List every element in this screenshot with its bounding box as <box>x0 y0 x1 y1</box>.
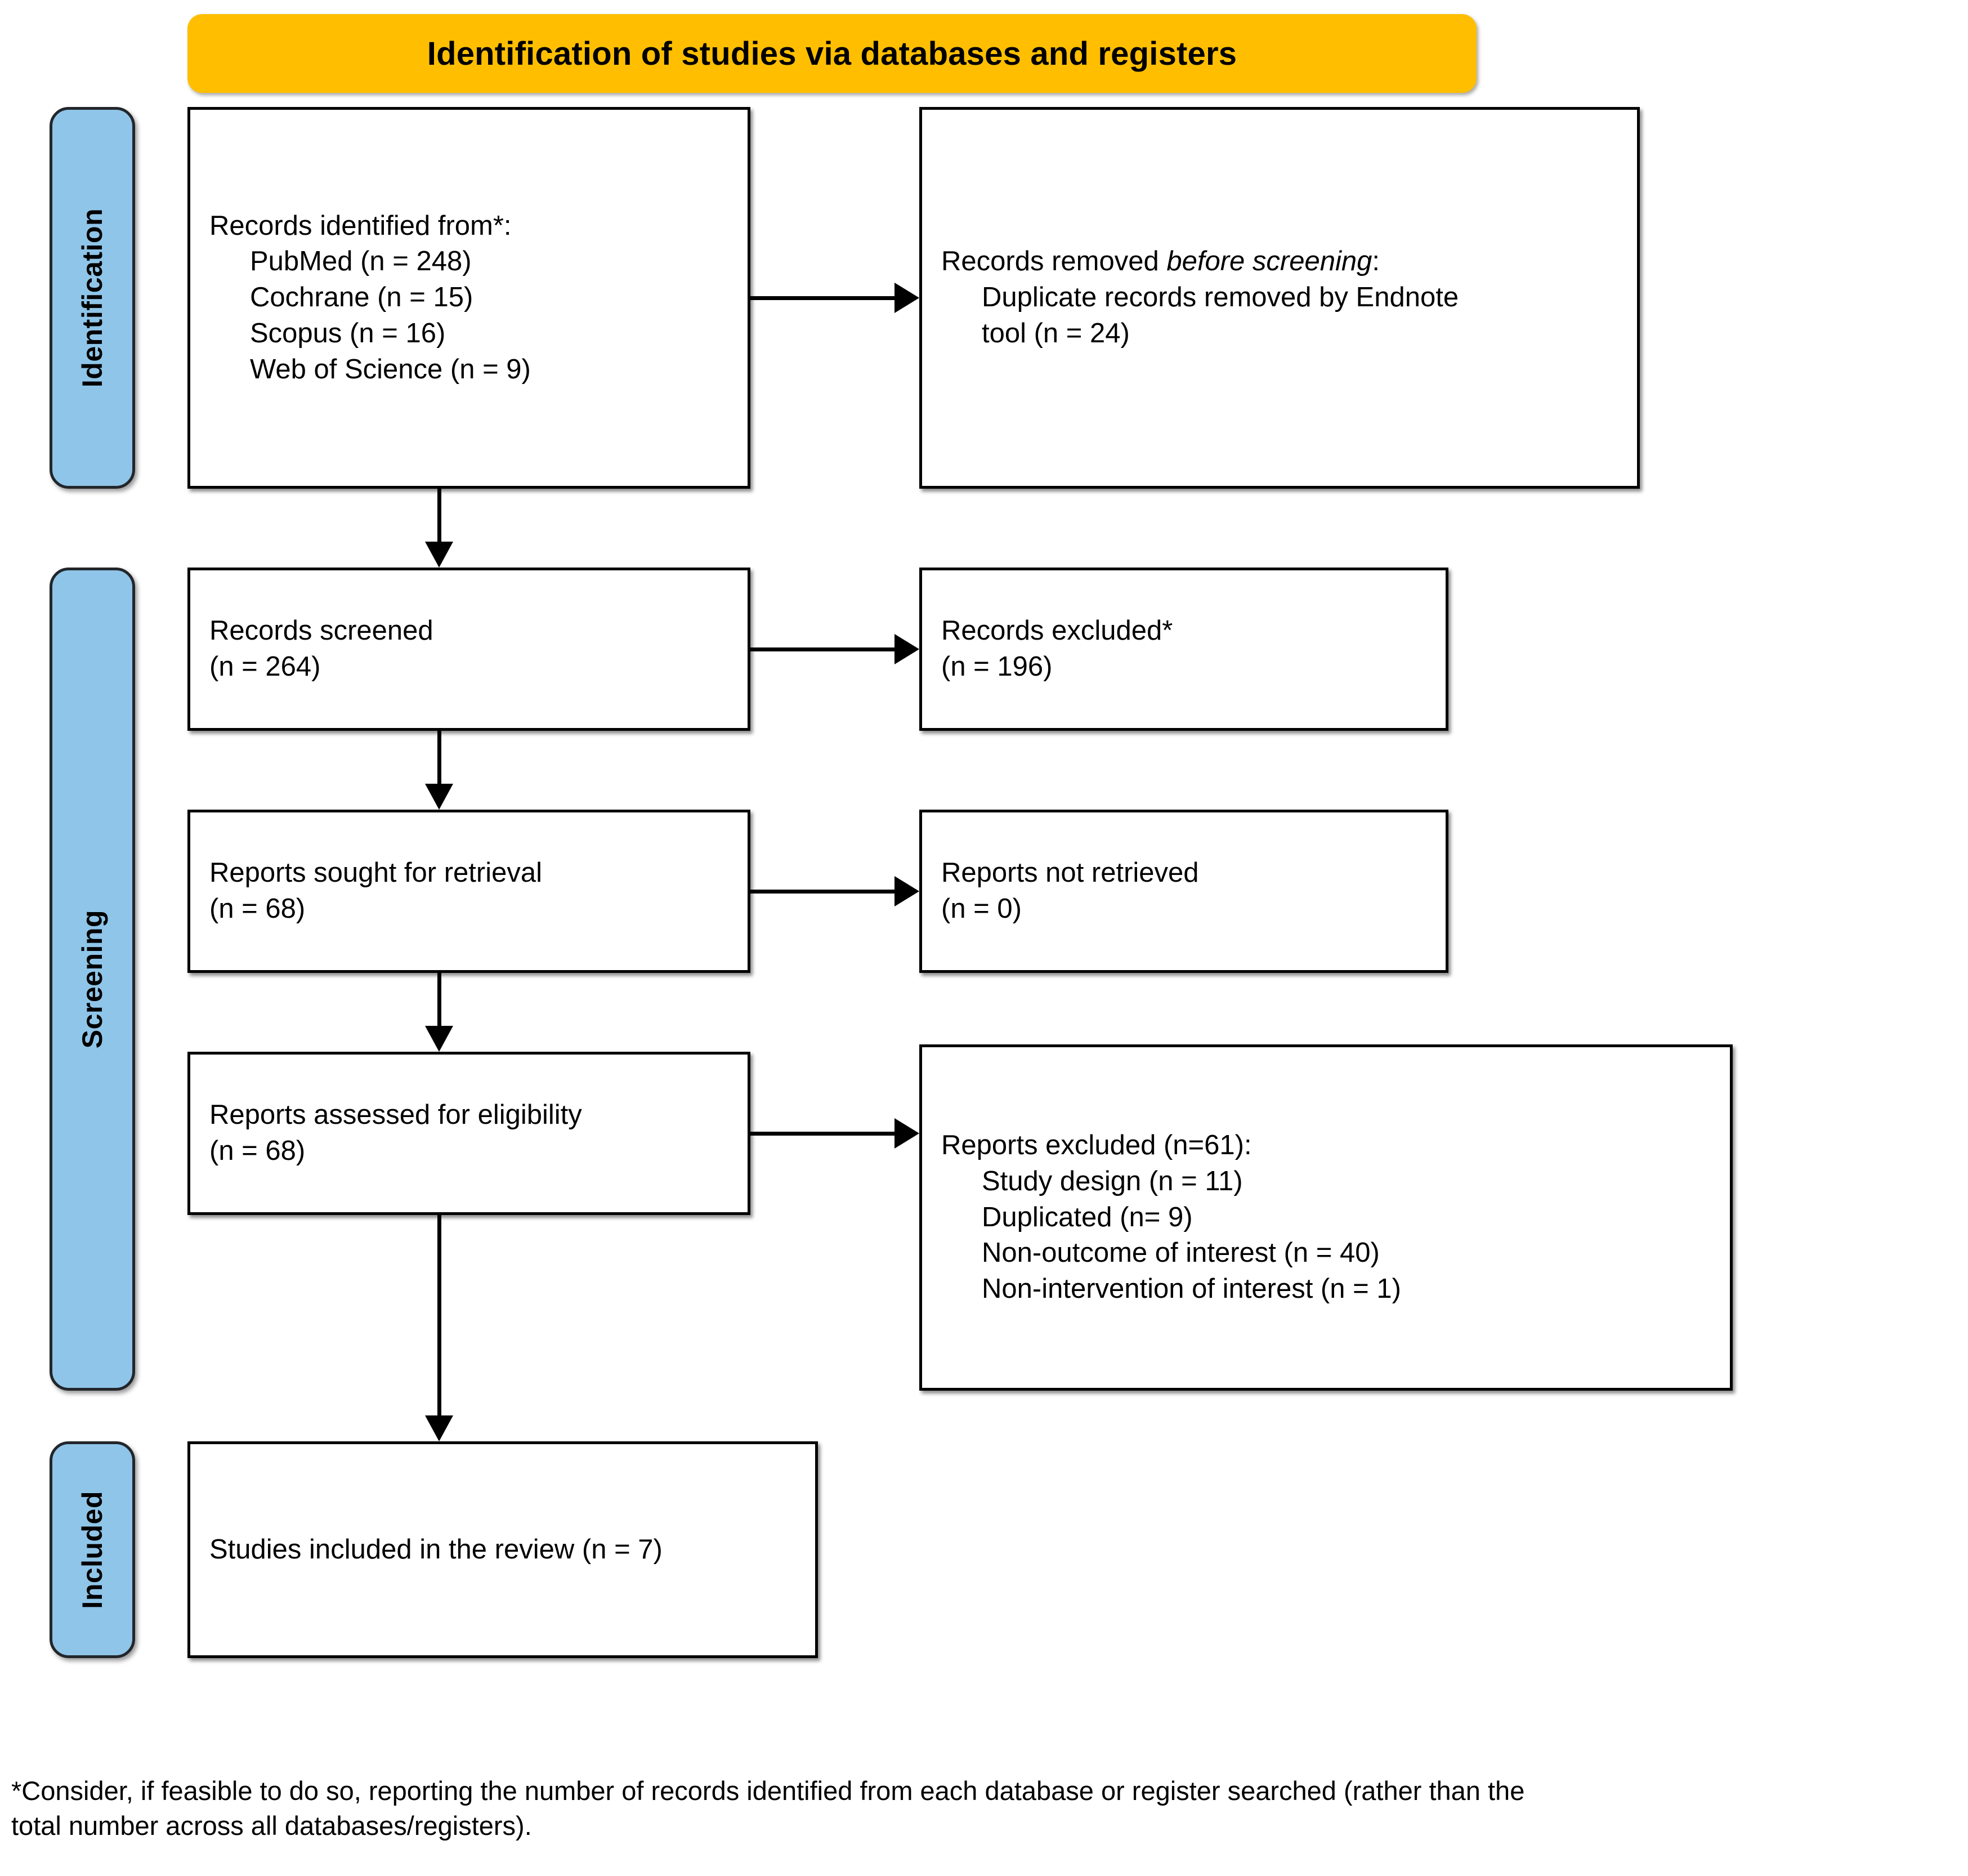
arrow-screened-to-records-excluded <box>750 632 919 666</box>
stage-bar-screening: Screening <box>50 568 135 1391</box>
reports-assessed-count: (n = 68) <box>209 1136 306 1166</box>
box-reports-excluded: Reports excluded (n=61): Study design (n… <box>919 1044 1733 1391</box>
arrow-identified-to-screened <box>422 489 456 568</box>
arrow-head-down-icon <box>425 784 453 810</box>
arrow-head-right-icon <box>894 876 919 906</box>
box-records-removed: Records removed before screening: Duplic… <box>919 107 1640 489</box>
arrow-head-down-icon <box>425 1026 453 1052</box>
box-records-screened-body: Records screened (n = 264) <box>190 613 748 685</box>
arrow-shaft <box>437 489 441 543</box>
stage-bar-included: Included <box>50 1441 135 1658</box>
stage-label-screening: Screening <box>77 909 108 1049</box>
arrow-shaft <box>750 1132 894 1136</box>
box-reports-sought-body: Reports sought for retrieval (n = 68) <box>190 855 748 927</box>
arrow-assessed-to-reports-excluded <box>750 1116 919 1150</box>
box-reports-assessed: Reports assessed for eligibility (n = 68… <box>187 1052 750 1215</box>
reports-excluded-title: Reports excluded (n=61): <box>941 1130 1252 1161</box>
arrow-head-right-icon <box>894 634 919 664</box>
records-identified-item-cochrane: Cochrane (n = 15) <box>250 282 473 313</box>
arrow-head-right-icon <box>894 1118 919 1149</box>
diagram-footnote-line2: total number across all databases/regist… <box>11 1811 532 1841</box>
arrow-sought-to-not-retrieved <box>750 874 919 908</box>
box-records-identified: Records identified from*: PubMed (n = 24… <box>187 107 750 489</box>
records-excluded-label: Records excluded* <box>941 615 1173 646</box>
stage-label-included: Included <box>77 1490 108 1609</box>
records-identified-item-scopus: Scopus (n = 16) <box>250 318 446 349</box>
arrow-assessed-to-included <box>422 1215 456 1441</box>
reports-excluded-item-non-outcome: Non-outcome of interest (n = 40) <box>982 1238 1380 1268</box>
diagram-footnote-line1: *Consider, if feasible to do so, reporti… <box>11 1776 1525 1806</box>
box-studies-included: Studies included in the review (n = 7) <box>187 1441 818 1658</box>
box-reports-excluded-body: Reports excluded (n=61): Study design (n… <box>922 1128 1730 1307</box>
arrow-shaft <box>750 296 894 300</box>
arrow-shaft <box>750 647 894 651</box>
arrow-shaft <box>437 973 441 1027</box>
records-identified-title: Records identified from*: <box>209 210 512 241</box>
arrow-shaft <box>437 1215 441 1417</box>
reports-excluded-item-non-intervention: Non-intervention of interest (n = 1) <box>982 1274 1401 1305</box>
diagram-header-title: Identification of studies via databases … <box>427 35 1237 72</box>
arrow-shaft <box>750 890 894 894</box>
diagram-header-banner: Identification of studies via databases … <box>187 14 1477 93</box>
records-screened-label: Records screened <box>209 615 433 646</box>
box-records-excluded: Records excluded* (n = 196) <box>919 568 1448 731</box>
reports-excluded-item-study-design: Study design (n = 11) <box>982 1165 1243 1196</box>
records-removed-title-italic: before screening <box>1166 246 1372 277</box>
arrow-shaft <box>437 731 441 785</box>
reports-sought-count: (n = 68) <box>209 894 306 924</box>
records-screened-count: (n = 264) <box>209 651 321 682</box>
box-records-excluded-body: Records excluded* (n = 196) <box>922 613 1446 685</box>
reports-not-retrieved-label: Reports not retrieved <box>941 857 1199 888</box>
box-records-identified-body: Records identified from*: PubMed (n = 24… <box>190 208 748 387</box>
arrow-screened-to-sought <box>422 731 456 810</box>
stage-bar-identification: Identification <box>50 107 135 489</box>
arrow-head-right-icon <box>894 283 919 313</box>
box-reports-not-retrieved-body: Reports not retrieved (n = 0) <box>922 855 1446 927</box>
reports-not-retrieved-count: (n = 0) <box>941 894 1022 924</box>
box-reports-assessed-body: Reports assessed for eligibility (n = 68… <box>190 1097 748 1169</box>
box-reports-not-retrieved: Reports not retrieved (n = 0) <box>919 810 1448 973</box>
box-reports-sought: Reports sought for retrieval (n = 68) <box>187 810 750 973</box>
records-excluded-count: (n = 196) <box>941 651 1053 682</box>
records-removed-item-line1: Duplicate records removed by Endnote <box>982 282 1459 313</box>
stage-label-identification: Identification <box>77 208 108 388</box>
records-removed-title: Records removed before screening: <box>941 244 1618 280</box>
reports-assessed-label: Reports assessed for eligibility <box>209 1100 582 1131</box>
arrow-head-down-icon <box>425 542 453 568</box>
box-records-screened: Records screened (n = 264) <box>187 568 750 731</box>
box-studies-included-body: Studies included in the review (n = 7) <box>190 1532 815 1568</box>
box-records-removed-body: Records removed before screening: Duplic… <box>922 244 1637 351</box>
arrow-sought-to-assessed <box>422 973 456 1052</box>
arrow-identified-to-removed <box>750 281 919 315</box>
records-identified-item-web-of-science: Web of Science (n = 9) <box>250 354 531 385</box>
records-removed-title-suffix: : <box>1372 246 1380 277</box>
reports-excluded-item-duplicated: Duplicated (n= 9) <box>982 1201 1193 1232</box>
records-removed-title-prefix: Records removed <box>941 246 1167 277</box>
records-removed-item-line2: tool (n = 24) <box>982 318 1130 349</box>
diagram-footnote: *Consider, if feasible to do so, reporti… <box>11 1774 1948 1843</box>
arrow-head-down-icon <box>425 1415 453 1441</box>
reports-sought-label: Reports sought for retrieval <box>209 857 542 888</box>
records-identified-item-pubmed: PubMed (n = 248) <box>250 246 472 277</box>
studies-included-label: Studies included in the review (n = 7) <box>209 1534 663 1565</box>
